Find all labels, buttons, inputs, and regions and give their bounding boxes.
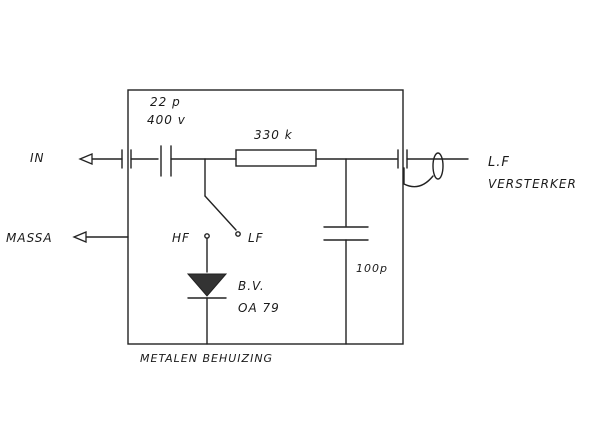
- label-output-line2: VERSTERKER: [488, 177, 577, 191]
- resistor-330k: [235, 149, 398, 167]
- switch-contact-lf: [235, 231, 241, 237]
- hf-lf-switch: [204, 158, 241, 239]
- label-resistor: 330 k: [254, 128, 293, 142]
- label-input: IN: [30, 151, 45, 165]
- diode-oa79: [186, 237, 228, 345]
- label-ground: MASSA: [6, 231, 53, 245]
- ground-connector: [72, 231, 129, 243]
- label-output-line1: L.F: [488, 155, 510, 170]
- diode-triangle-icon: [186, 273, 228, 297]
- output-capacitor-100p: [323, 158, 369, 345]
- label-cap-value: 22 p: [150, 95, 181, 109]
- input-connector: [78, 149, 159, 169]
- label-housing: METALEN BEHUIZING: [140, 352, 273, 365]
- label-switch-hf: HF: [172, 231, 190, 245]
- ground-arrow-icon: [72, 231, 87, 243]
- output-connector: [397, 149, 469, 188]
- label-diode-code: OA 79: [238, 301, 280, 315]
- shielded-cable-icon: [432, 152, 444, 180]
- label-diode-type: B.V.: [238, 279, 265, 293]
- metal-housing-outline: [127, 89, 404, 345]
- label-cap-voltage: 400 v: [147, 113, 186, 127]
- switch-blade: [204, 195, 237, 231]
- label-switch-lf: LF: [248, 231, 264, 245]
- label-output-capacitor: 100p: [356, 262, 388, 275]
- input-capacitor: [160, 145, 237, 177]
- input-arrow-icon: [78, 153, 93, 165]
